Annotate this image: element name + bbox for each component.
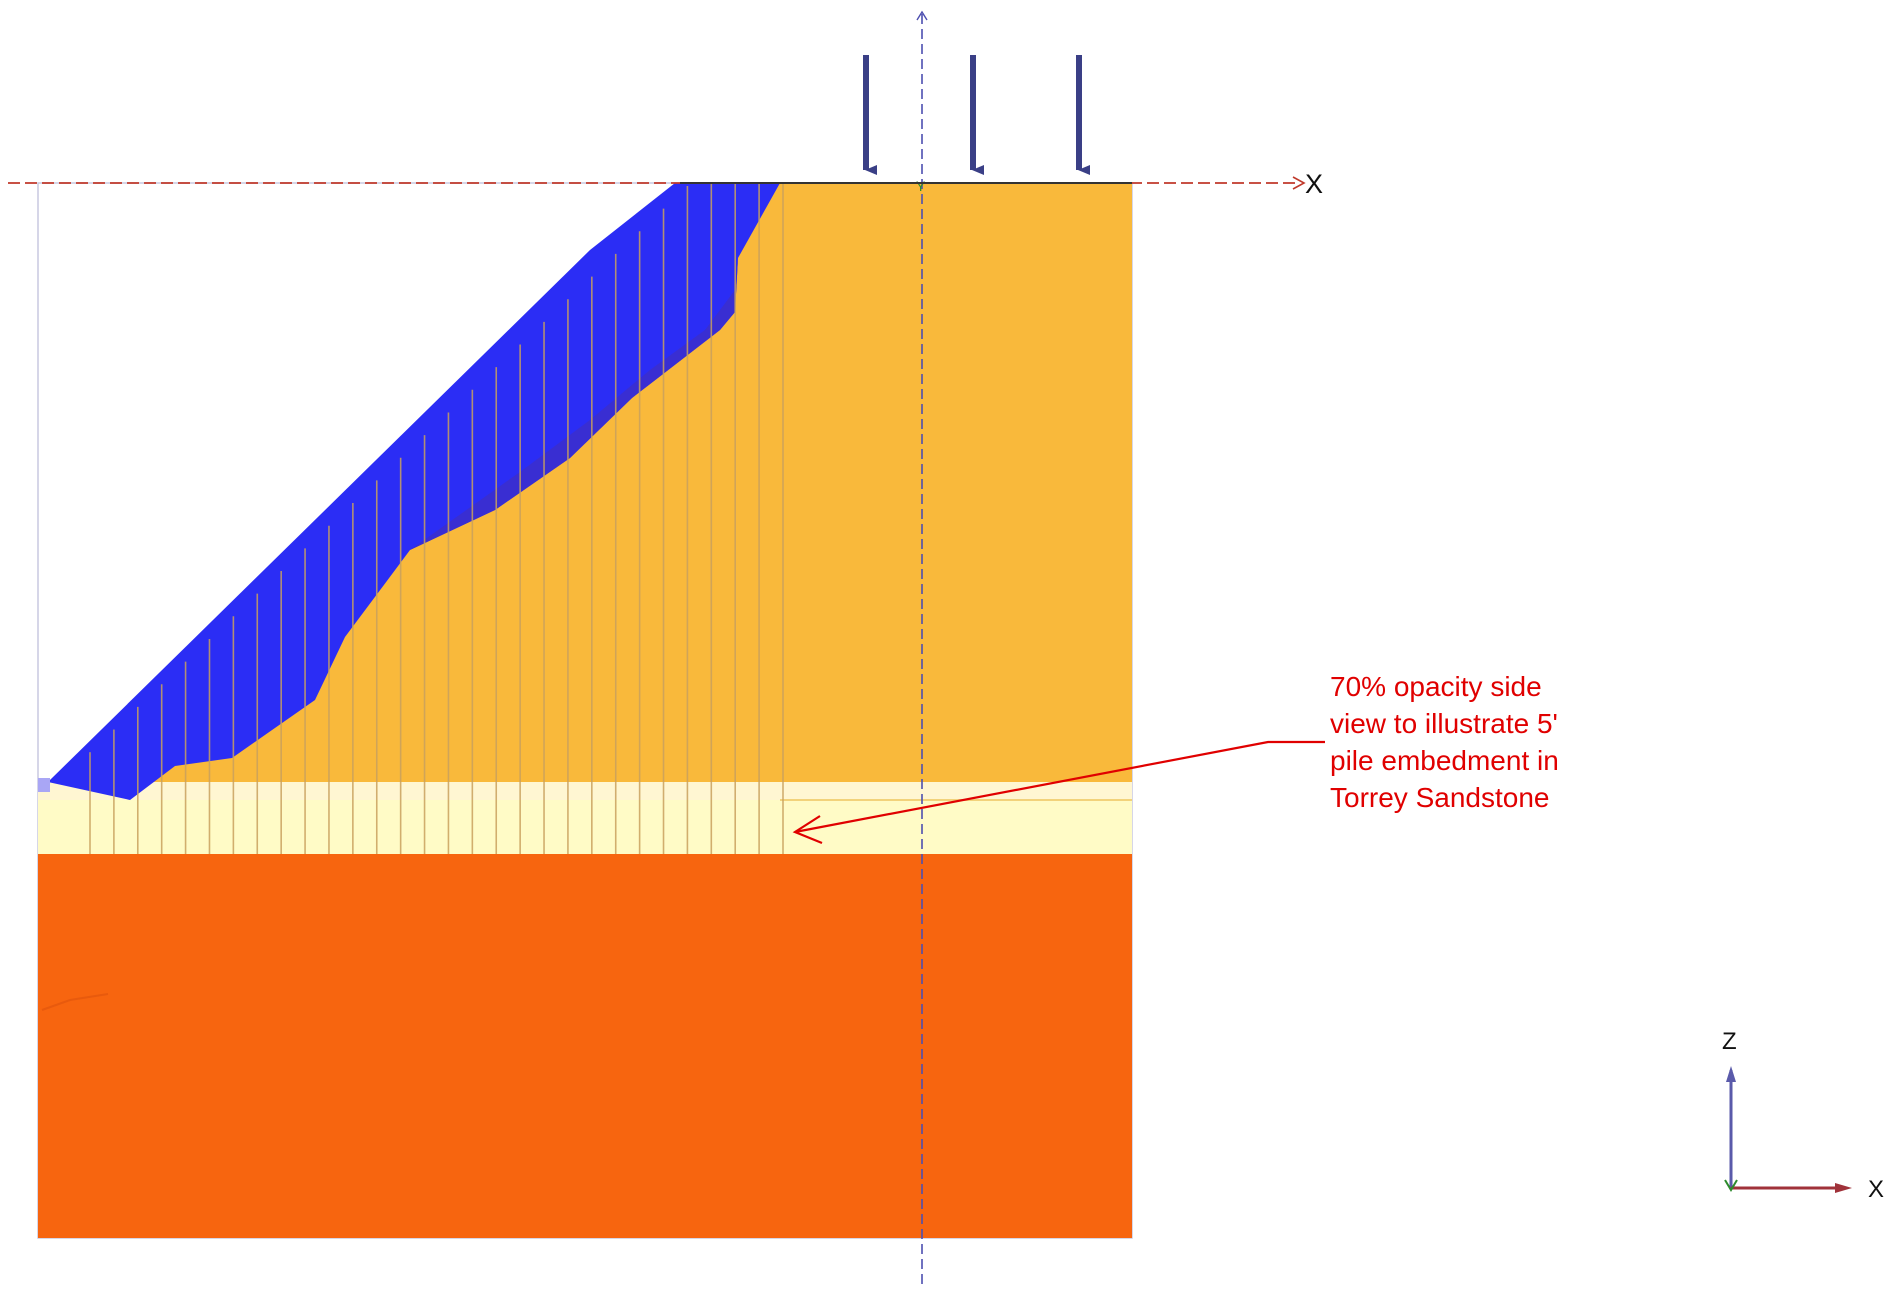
y-axis-arrow-icon — [916, 10, 928, 21]
annotation-arrow-icon — [792, 815, 823, 845]
bedrock-crack — [41, 993, 109, 1011]
triad-z-arrow-icon — [1726, 1066, 1736, 1082]
annotation-line: view to illustrate 5' — [1330, 708, 1558, 739]
slope-wedge — [48, 183, 780, 800]
annotation-text: 70% opacity side view to illustrate 5' p… — [1330, 671, 1567, 813]
toe-marker — [38, 778, 50, 792]
triad-x-label: X — [1868, 1176, 1884, 1203]
annotation-leader-line — [794, 740, 1325, 834]
sandstone-overlap-band — [38, 782, 1132, 800]
pile-group — [89, 183, 784, 854]
y-axis-label: Y — [916, 178, 926, 194]
axis-triad: Z X — [1722, 1028, 1884, 1203]
x-axis-arrow-icon — [1292, 176, 1306, 190]
sandstone-layer — [38, 800, 1132, 854]
bedrock-layer — [38, 854, 1132, 1238]
triad-x-arrow-icon — [1835, 1183, 1852, 1193]
x-axis-label: X — [1305, 169, 1323, 199]
annotation-line: pile embedment in — [1330, 745, 1559, 776]
triad-z-label: Z — [1722, 1028, 1737, 1055]
triad-origin-icon — [1724, 1179, 1738, 1192]
annotation-line: 70% opacity side — [1330, 671, 1542, 702]
annotation-callout: 70% opacity side view to illustrate 5' p… — [792, 671, 1567, 845]
annotation-line: Torrey Sandstone — [1330, 782, 1549, 813]
load-arrow-group — [863, 55, 1090, 175]
